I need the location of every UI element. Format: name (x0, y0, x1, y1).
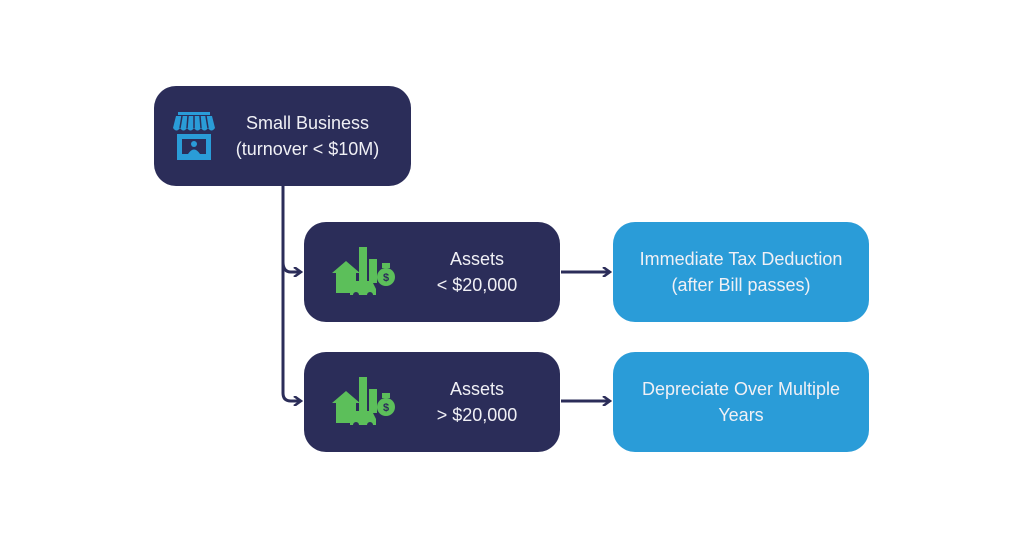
assets-icon: $ (332, 247, 395, 298)
assets-icon: $ (332, 377, 395, 428)
asset-1-line-1: Assets (449, 249, 505, 269)
immediate-deduction-node: Immediate Tax Deduction (after Bill pass… (613, 222, 869, 322)
storefront-icon (173, 112, 215, 160)
trunk-line (281, 186, 301, 401)
outcome-1-line-2: (after Bill passes) (671, 275, 811, 295)
root-line-2: (turnover < $10M) (235, 139, 380, 159)
svg-text:$: $ (383, 402, 389, 414)
root-line-1: Small Business (245, 113, 370, 133)
outcome-1-line-1: Immediate Tax Deduction (639, 249, 843, 269)
outcome-2-line-2: Years (718, 405, 764, 425)
branch-line-1 (281, 261, 301, 272)
small-business-node: Small Business (turnover < $10M) (154, 86, 411, 186)
asset-1-line-2: < $20,000 (436, 275, 518, 295)
assets-above-node: $ Assets > $20,000 (304, 352, 560, 452)
svg-text:$: $ (383, 272, 389, 284)
depreciate-node: Depreciate Over Multiple Years (613, 352, 869, 452)
asset-2-line-2: > $20,000 (436, 405, 518, 425)
asset-2-line-1: Assets (449, 379, 505, 399)
assets-below-node: $ Assets < $20,000 (304, 222, 560, 322)
outcome-2-line-1: Depreciate Over Multiple (641, 379, 841, 399)
